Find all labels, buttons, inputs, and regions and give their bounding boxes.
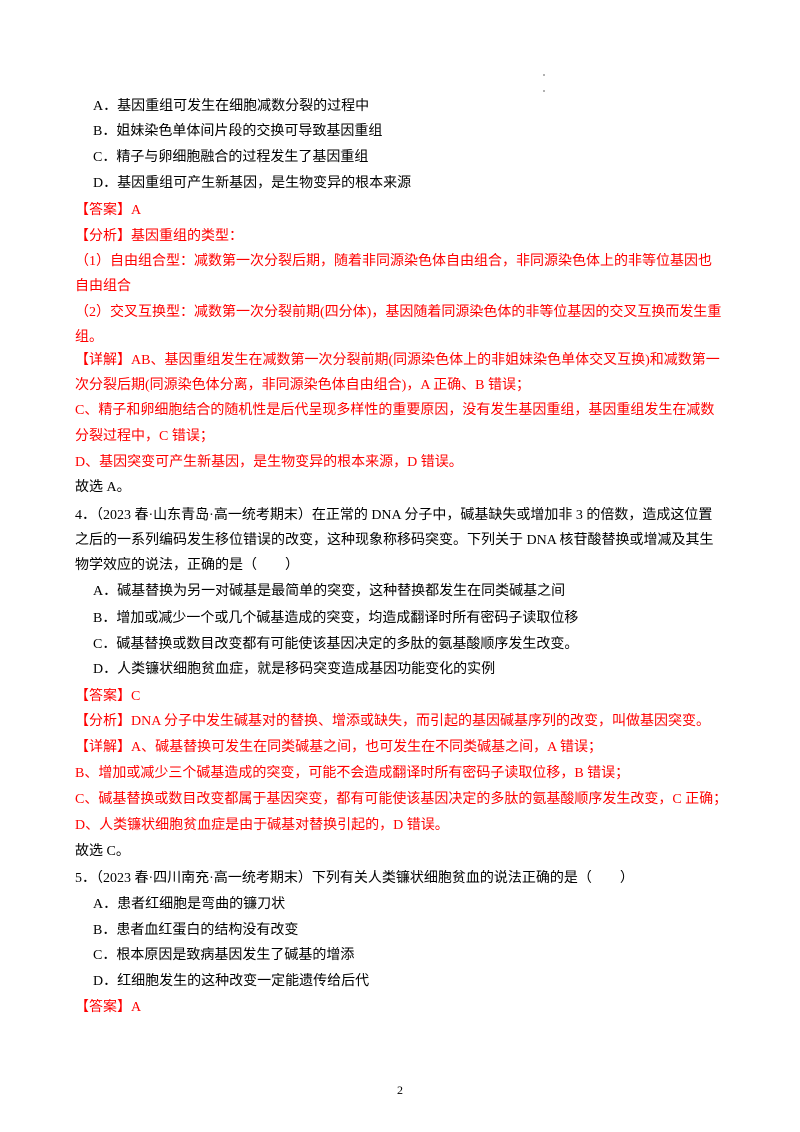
- q4-option-d: D．人类镰状细胞贫血症，就是移码突变造成基因功能变化的实例: [93, 662, 496, 677]
- q4-conclusion: 故选 C。: [75, 844, 130, 859]
- q4-option-b: B．增加或减少一个或几个碱基造成的突变，均造成翻译时所有密码子读取位移: [93, 611, 579, 626]
- q3-explanation-line: 【详解】AB、基因重组发生在减数第一次分裂前期(同源染色体上的非姐妹染色单体交叉…: [75, 353, 720, 368]
- page-number: 2: [397, 1083, 403, 1097]
- q3-option-b: B．姐妹染色单体间片段的交换可导致基因重组: [93, 124, 383, 139]
- q3-option-c: C．精子与卵细胞融合的过程发生了基因重组: [93, 150, 369, 165]
- q3-option-a: A．基因重组可发生在细胞减数分裂的过程中: [93, 99, 370, 114]
- q3-analysis-line: （2）交叉互换型：减数第一次分裂前期(四分体)，基因随着同源染色体的非等位基因的…: [75, 305, 722, 320]
- q5-option-d: D．红细胞发生的这种改变一定能遗传给后代: [93, 974, 370, 989]
- q5-stem-line: 5．（2023 春·四川南充·高一统考期末）下列有关人类镰状细胞贫血的说法正确的…: [75, 871, 634, 886]
- q4-option-a: A．碱基替换为另一对碱基是最简单的突变，这种替换都发生在同类碱基之间: [93, 584, 566, 599]
- q3-analysis-line: （1）自由组合型：减数第一次分裂后期，随着非同源染色体自由组合，非同源染色体上的…: [75, 254, 712, 269]
- q4-explanation-line: 【详解】A、碱基替换可发生在同类碱基之间，也可发生在不同类碱基之间，A 错误；: [75, 740, 602, 755]
- q4-stem-line: 物学效应的说法，正确的是（ ）: [75, 558, 299, 573]
- q5-option-a: A．患者红细胞是弯曲的镰刀状: [93, 897, 286, 912]
- q4-explanation-line: C、碱基替换或数目改变都属于基因突变，都有可能使该基因决定的多肽的氨基酸顺序发生…: [75, 792, 728, 807]
- q3-analysis-line: 自由组合: [75, 279, 131, 294]
- q3-conclusion: 故选 A。: [75, 480, 131, 495]
- q3-analysis-line: 组。: [75, 330, 103, 345]
- q3-analysis-line: 【分析】基因重组的类型：: [75, 229, 243, 244]
- q4-answer: 【答案】C: [75, 689, 141, 704]
- decorative-dot: [543, 74, 545, 76]
- q3-answer: 【答案】A: [75, 203, 142, 218]
- q3-explanation-line: C、精子和卵细胞结合的随机性是后代呈现多样性的重要原因，没有发生基因重组，基因重…: [75, 403, 715, 418]
- q3-explanation-line: D、基因突变可产生新基因，是生物变异的根本来源，D 错误。: [75, 455, 463, 470]
- q5-answer: 【答案】A: [75, 1000, 142, 1015]
- q4-stem-line: 4．（2023 春·山东青岛·高一统考期末）在正常的 DNA 分子中，碱基缺失或…: [75, 508, 713, 523]
- q5-option-b: B．患者血红蛋白的结构没有改变: [93, 923, 299, 938]
- q4-analysis-line: 【分析】DNA 分子中发生碱基对的替换、增添或缺失，而引起的基因碱基序列的改变，…: [75, 714, 711, 729]
- q4-stem-line: 之后的一系列编码发生移位错误的改变，这种现象称移码突变。下列关于 DNA 核苷酸…: [75, 533, 714, 548]
- q3-explanation-line: 次分裂后期(同源染色体分离，非同源染色体自由组合)，A 正确、B 错误；: [75, 378, 530, 393]
- q4-explanation-line: D、人类镰状细胞贫血症是由于碱基对替换引起的，D 错误。: [75, 818, 449, 833]
- q4-option-c: C．碱基替换或数目改变都有可能使该基因决定的多肽的氨基酸顺序发生改变。: [93, 637, 579, 652]
- decorative-dot: [543, 90, 545, 92]
- q4-explanation-line: B、增加或减少三个碱基造成的突变，可能不会造成翻译时所有密码子读取位移，B 错误…: [75, 766, 630, 781]
- q5-option-c: C．根本原因是致病基因发生了碱基的增添: [93, 948, 355, 963]
- q3-option-d: D．基因重组可产生新基因，是生物变异的根本来源: [93, 176, 412, 191]
- q3-explanation-line: 分裂过程中，C 错误；: [75, 429, 214, 444]
